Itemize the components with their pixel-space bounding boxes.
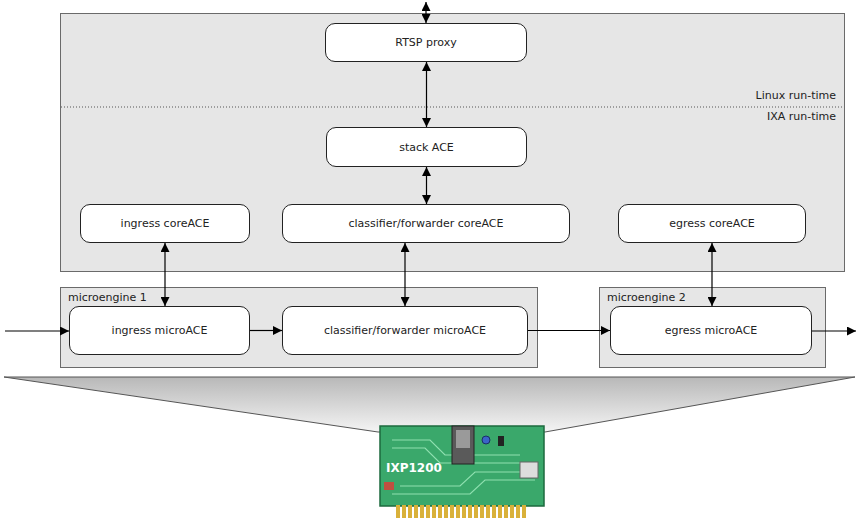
connector-arrow: [426, 167, 427, 204]
ace-box: RTSP proxy: [325, 23, 527, 62]
box-label: RTSP proxy: [395, 36, 456, 49]
ace-box: stack ACE: [326, 127, 527, 167]
ace-box: egress microACE: [610, 306, 812, 355]
ace-box: classifier/forwarder microACE: [282, 306, 528, 355]
connector-arrow: [711, 243, 712, 306]
box-label: egress microACE: [665, 324, 758, 337]
connector-arrow: [164, 243, 165, 306]
ace-box: ingress microACE: [69, 306, 250, 355]
box-label: ingress coreACE: [121, 217, 210, 230]
panel-label: IXA run-time: [767, 110, 836, 123]
board-label: IXP1200: [386, 461, 442, 475]
network-card: [380, 426, 544, 518]
connector-arrow: [528, 330, 610, 331]
output-arrow: [812, 330, 856, 331]
box-label: ingress microACE: [112, 324, 208, 337]
runtime-divider: [61, 107, 844, 108]
box-label: stack ACE: [399, 141, 454, 154]
panel-label: microengine 1: [68, 291, 147, 304]
connector-arrow: [250, 330, 282, 331]
panel-label: Linux run-time: [756, 89, 836, 102]
panel-label: microengine 2: [607, 291, 686, 304]
runtime-panel: Linux run-timeIXA run-time RTSP proxy stac…: [60, 13, 845, 272]
input-arrow: [5, 330, 69, 331]
box-label: egress coreACE: [669, 217, 755, 230]
external-arrow: [425, 2, 426, 23]
connector-arrow: [426, 62, 427, 127]
box-label: classifier/forwarder microACE: [324, 324, 486, 337]
zoom-wedge: [4, 377, 855, 432]
runtime-panel: microengine 1 ingress microACE classifier/…: [60, 287, 538, 368]
connector-arrow: [404, 243, 405, 306]
box-label: classifier/forwarder coreACE: [348, 217, 503, 230]
ace-box: egress coreACE: [618, 204, 806, 243]
ace-box: classifier/forwarder coreACE: [282, 204, 570, 243]
ace-box: ingress coreACE: [80, 204, 250, 243]
